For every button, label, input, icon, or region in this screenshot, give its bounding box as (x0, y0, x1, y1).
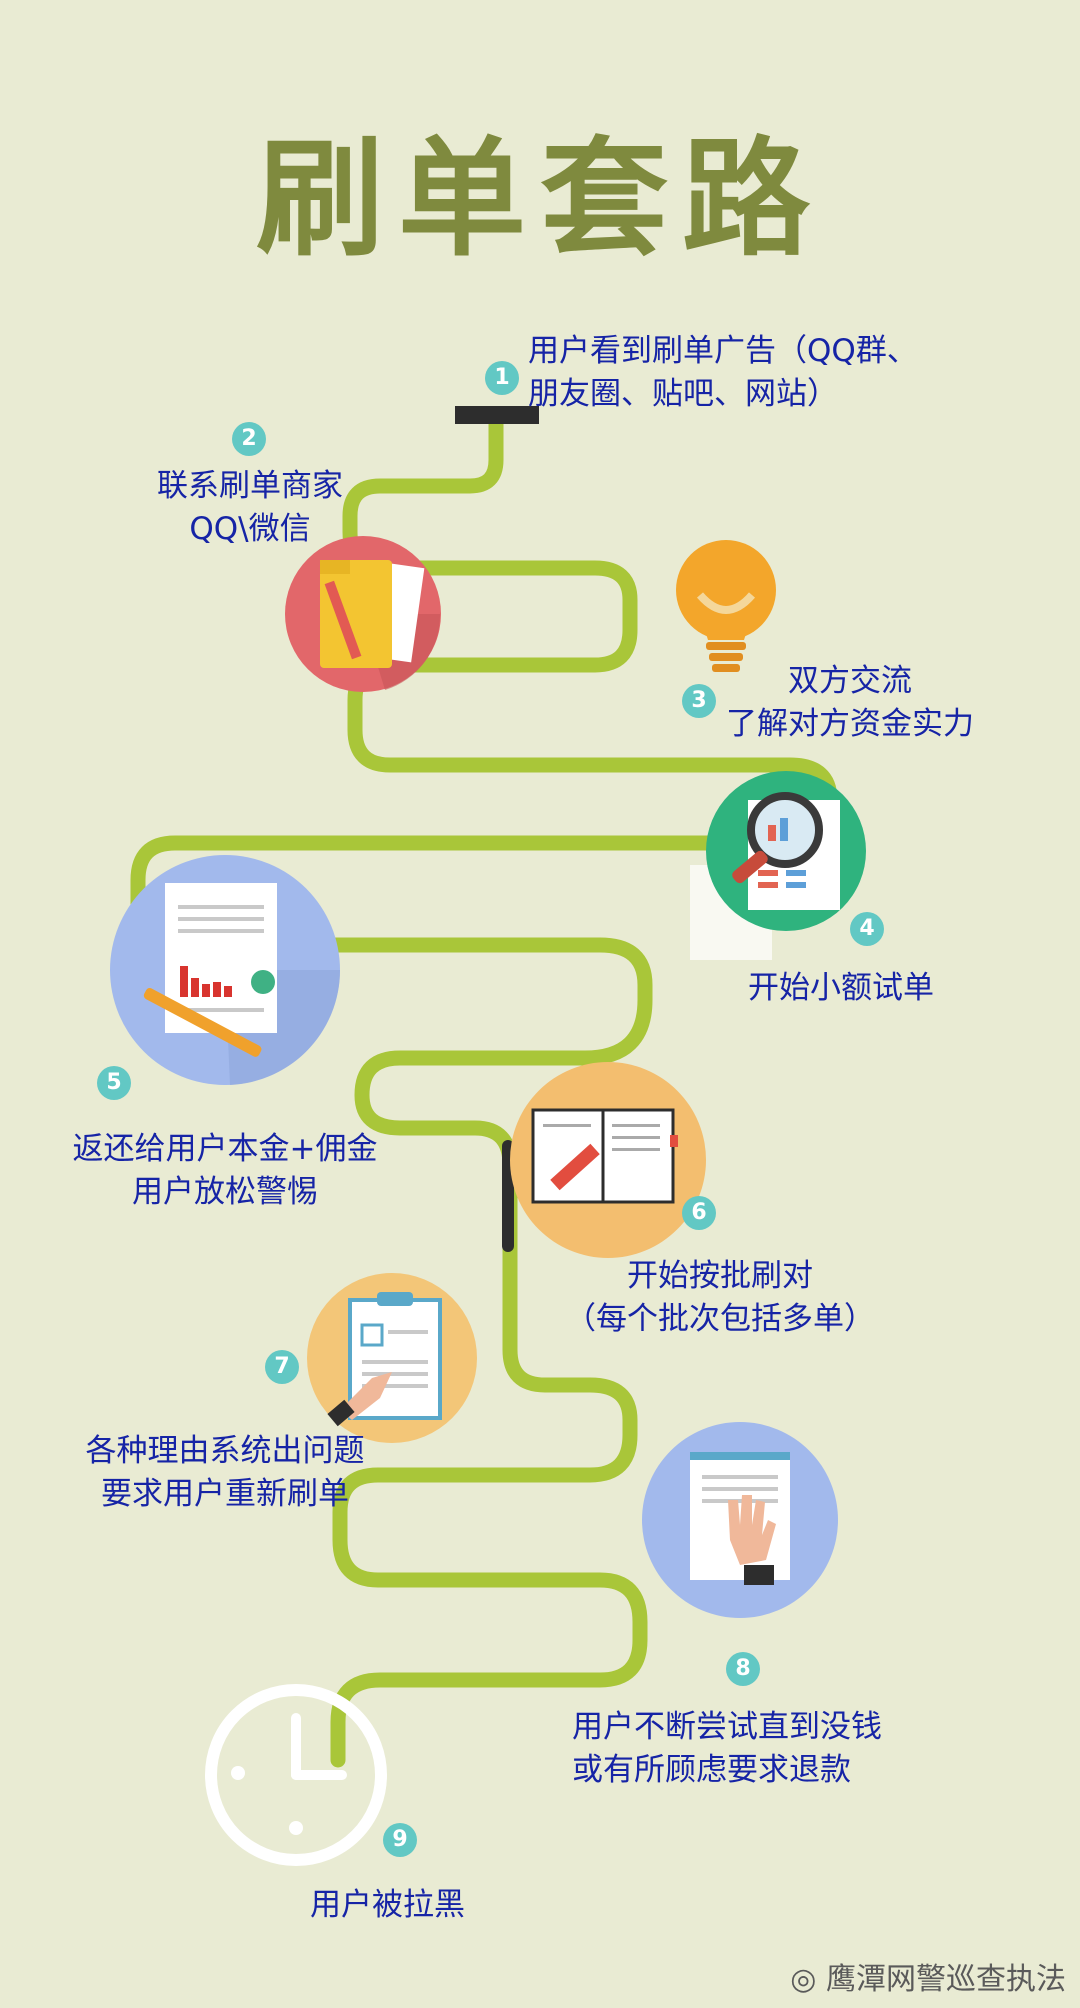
step-2-badge: 2 (232, 422, 266, 456)
step-9-label: 用户被拉黑 (310, 1887, 465, 1923)
step-4-badge: 4 (850, 912, 884, 946)
page-title: 刷单套路 (255, 124, 824, 274)
step-9-badge: 9 (383, 1823, 417, 1857)
magnifier-report-icon (690, 771, 866, 960)
flag-icon (455, 406, 539, 424)
step-5-badge: 5 (97, 1066, 131, 1100)
step-4-label: 开始小额试单 (748, 970, 934, 1006)
step-1-label: 用户看到刷单广告（QQ群、朋友圈、贴吧、网站） (528, 333, 918, 412)
step-3-badge: 3 (682, 684, 716, 718)
watermark: ◎ 鹰潭网警巡查执法 (790, 1954, 1066, 1998)
notebook-pencil-icon (502, 1062, 706, 1258)
watermark-text: 鹰潭网警巡查执法 (826, 1962, 1066, 1997)
step-7-label: 各种理由系统出问题要求用户重新刷单 (85, 1433, 365, 1512)
step-8-label: 用户不断尝试直到没钱或有所顾虑要求退款 (572, 1709, 882, 1788)
step-7-badge: 7 (265, 1350, 299, 1384)
clock-icon (205, 1684, 387, 1866)
step-6-label: 开始按批刷对（每个批次包括多单） (565, 1258, 875, 1337)
step-8-badge: 8 (726, 1652, 760, 1686)
lightbulb-icon (676, 540, 776, 672)
clipboard-hand-icon (307, 1273, 477, 1443)
report-pen-icon (110, 855, 341, 1085)
winding-path (130, 410, 838, 1768)
step-6-badge: 6 (682, 1196, 716, 1230)
document-hand-icon (642, 1422, 838, 1618)
weibo-icon: ◎ (790, 1962, 817, 1997)
step-1-badge: 1 (485, 361, 519, 395)
step-5-label: 返还给用户本金+佣金用户放松警惕 (72, 1131, 378, 1210)
folder-pencil-icon (285, 536, 441, 692)
step-3-label: 双方交流了解对方资金实力 (726, 663, 974, 742)
